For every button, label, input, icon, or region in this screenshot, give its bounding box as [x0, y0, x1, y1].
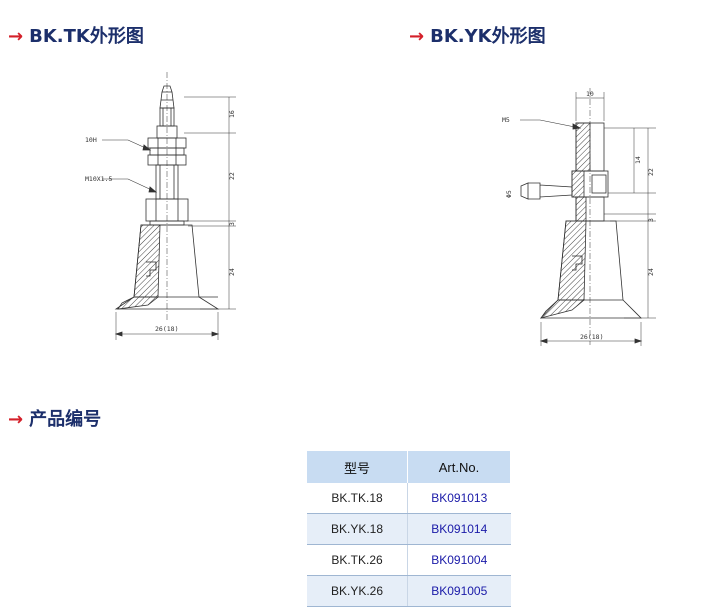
yk-thread-label: M5	[502, 116, 510, 124]
yk-section-title: →BK.YK外形图	[409, 26, 546, 48]
yk-side-label: Φ5	[505, 190, 513, 198]
tk-drawing	[102, 72, 236, 340]
table-header-row: 型号 Art.No.	[307, 451, 511, 483]
yk-dim-width: 26(18)	[580, 333, 603, 341]
tk-dim-top: 16	[228, 110, 236, 118]
yk-dim-14: 14	[634, 156, 642, 164]
tk-dim-bottom: 24	[228, 268, 236, 276]
arrow-right-icon: →	[8, 26, 24, 47]
model-cell: BK.TK.18	[307, 483, 408, 514]
table-row: BK.TK.18 BK091013	[307, 483, 511, 514]
art-no-cell: BK091004	[407, 544, 511, 576]
yk-dim-24: 24	[647, 268, 655, 276]
model-cell: BK.YK.18	[307, 513, 408, 545]
header-model: 型号	[307, 451, 408, 483]
technical-drawings: 10H M10X1.5 16 22 3 24 26(18)	[85, 72, 656, 346]
product-code-table: 型号 Art.No. BK.TK.18 BK091013 BK.YK.18 BK…	[307, 451, 511, 607]
tk-title-text: BK.TK外形图	[29, 26, 144, 47]
table-row: BK.TK.26 BK091004	[307, 544, 511, 576]
tk-thread-label: M10X1.5	[85, 175, 112, 183]
yk-drawing	[520, 88, 656, 346]
code-section-title: →产品编号	[8, 409, 101, 431]
yk-dim-top-width: 10	[586, 90, 594, 98]
header-art-no: Art.No.	[407, 451, 511, 483]
art-no-cell: BK091013	[407, 483, 511, 514]
tk-hex-label: 10H	[85, 136, 97, 144]
tk-dim-width: 26(18)	[155, 325, 178, 333]
yk-title-text: BK.YK外形图	[430, 26, 546, 47]
art-no-cell: BK091014	[407, 513, 511, 545]
code-title-text: 产品编号	[29, 409, 102, 430]
yk-dim-3: 3	[647, 218, 655, 222]
tk-section-title: →BK.TK外形图	[8, 26, 144, 48]
tk-dim-mid: 22	[228, 172, 236, 180]
tk-dim-small: 3	[228, 222, 236, 226]
table-row: BK.YK.26 BK091005	[307, 575, 511, 607]
arrow-right-icon: →	[409, 26, 425, 47]
arrow-right-icon: →	[8, 409, 24, 430]
art-no-cell: BK091005	[407, 575, 511, 607]
model-cell: BK.YK.26	[307, 575, 408, 607]
yk-dim-22: 22	[647, 168, 655, 176]
table-row: BK.YK.18 BK091014	[307, 513, 511, 545]
model-cell: BK.TK.26	[307, 544, 408, 576]
